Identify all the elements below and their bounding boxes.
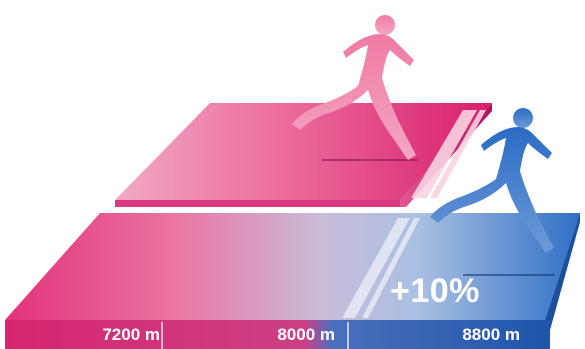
lower-track-surface [5, 213, 580, 320]
upper-track-front [115, 200, 400, 207]
distance-label-first: 7200 m [60, 321, 160, 349]
increase-percent-label: +10% [390, 272, 480, 311]
distance-label-third: 8800 m [420, 321, 520, 349]
distance-label-second: 8000 m [235, 321, 335, 349]
